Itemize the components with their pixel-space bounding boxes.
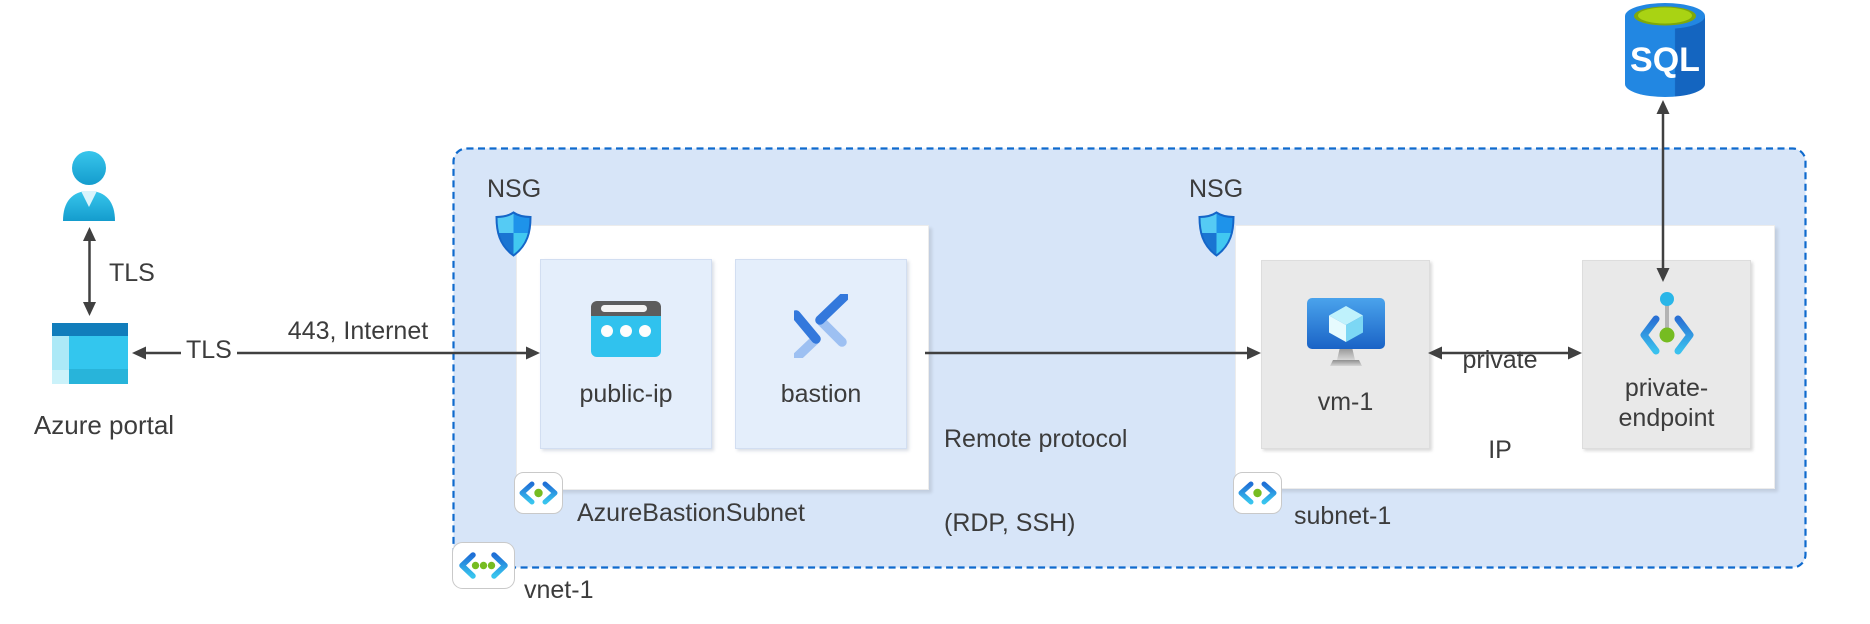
tls-user-portal-label: TLS <box>109 259 155 287</box>
portal-bottom-strip <box>69 369 128 384</box>
bastion-label: bastion <box>780 380 862 408</box>
vm-label: vm-1 <box>1317 388 1374 416</box>
bastion-icon <box>794 294 848 358</box>
private-ip-line2: IP <box>1488 436 1512 464</box>
vnet-icon <box>452 542 515 589</box>
private-ip-label: private IP <box>1440 285 1560 525</box>
private-endpoint-label-line2: endpoint <box>1618 404 1715 432</box>
portal-titlebar <box>52 323 128 336</box>
private-endpoint-icon <box>1637 290 1697 356</box>
azure-portal-label: Azure portal <box>33 410 175 440</box>
portal-sidebar-footer <box>52 370 69 384</box>
tls-internet-label: TLS <box>186 336 232 364</box>
vnet-label: vnet-1 <box>524 576 594 604</box>
vm-card: vm-1 <box>1261 260 1430 449</box>
remote-protocol-label: Remote protocol (RDP, SSH) <box>944 369 1127 593</box>
remote-protocol-line2: (RDP, SSH) <box>944 509 1076 537</box>
remote-protocol-line1: Remote protocol <box>944 425 1128 453</box>
public-ip-card: public-ip <box>540 259 712 449</box>
internet-port-label: 443, Internet <box>287 317 429 345</box>
sql-label: SQL <box>1630 41 1700 79</box>
bastion-card: bastion <box>735 259 907 449</box>
private-endpoint-label-line1: private- <box>1624 374 1709 402</box>
subnet-1-label: subnet-1 <box>1294 502 1392 530</box>
sql-database-icon: SQL <box>1625 3 1705 98</box>
private-endpoint-card: private- endpoint <box>1582 260 1751 449</box>
azure-bastion-subnet-label: AzureBastionSubnet <box>577 499 805 527</box>
portal-body <box>69 336 128 369</box>
nsg-bastion-label: NSG <box>487 175 542 203</box>
subnet-icon <box>1233 472 1282 514</box>
public-ip-icon <box>591 301 661 357</box>
nsg-subnet1-label: NSG <box>1189 175 1244 203</box>
private-ip-line1: private <box>1462 346 1538 374</box>
subnet-icon <box>514 472 563 514</box>
nsg-shield-icon <box>495 211 532 257</box>
virtual-machine-icon <box>1306 298 1385 369</box>
user-icon <box>56 151 122 223</box>
public-ip-label: public-ip <box>579 380 673 408</box>
nsg-shield-icon <box>1198 211 1235 257</box>
azure-portal-icon <box>52 323 128 384</box>
